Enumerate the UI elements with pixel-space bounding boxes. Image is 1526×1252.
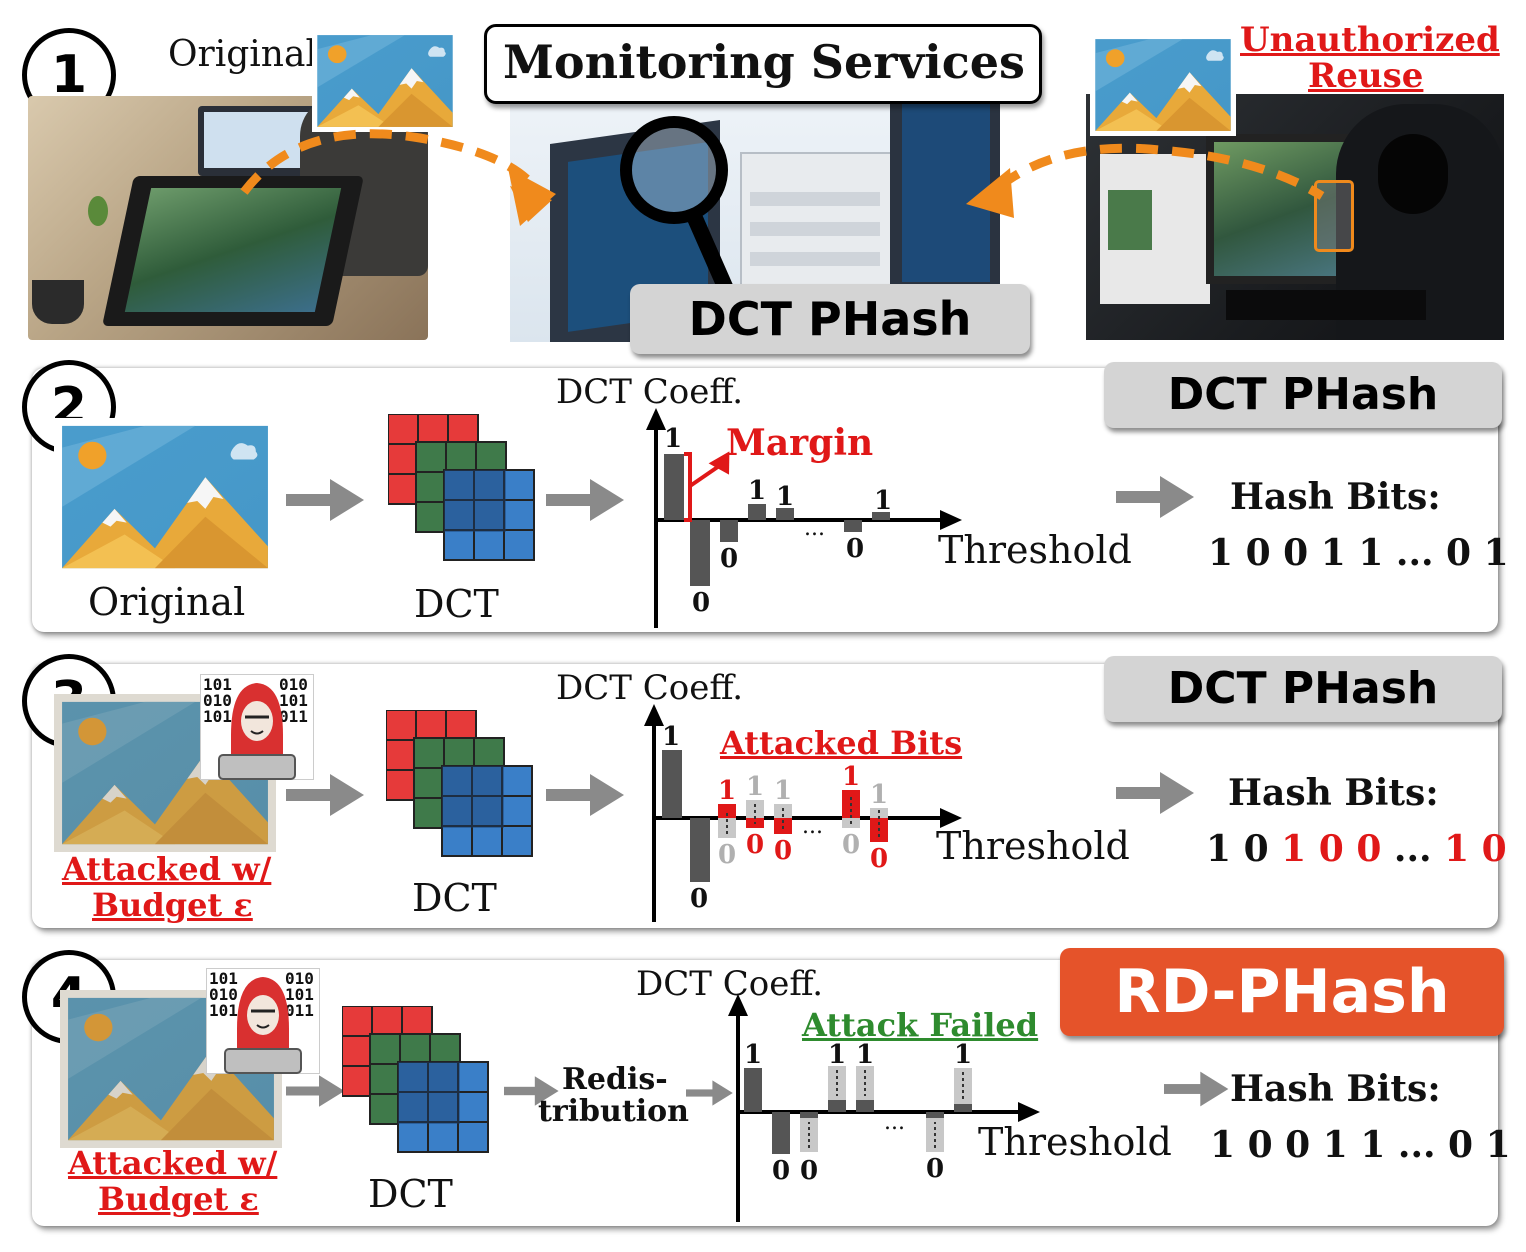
bit-label-red: 1 xyxy=(842,762,861,792)
hash-bits-title: Hash Bits: xyxy=(1230,1068,1441,1110)
coeff-bar xyxy=(662,750,682,818)
original-image-label: Original xyxy=(88,580,246,624)
bit-label: 1 xyxy=(856,1040,875,1070)
redistribution-label-line2: tribution xyxy=(538,1094,689,1129)
hash-bits-value: 1 0 1 0 0 ... 1 0 xyxy=(1206,828,1507,870)
bit-label-gray: 1 xyxy=(774,776,793,806)
artist-scene-photo xyxy=(28,96,428,340)
bit-label-3: 0 xyxy=(720,544,739,574)
bit-label-gray: 1 xyxy=(870,780,889,810)
coeff-bar xyxy=(718,804,736,818)
hash-bits-value: 1 0 0 1 1 ... 0 1 xyxy=(1208,532,1509,574)
coeff-bar xyxy=(776,508,794,520)
original-label: Original xyxy=(168,34,317,75)
coeff-bar xyxy=(828,1100,846,1112)
attack-failed-label: Attack Failed xyxy=(802,1006,1039,1044)
dashed-arrow-icon xyxy=(240,129,1325,226)
attacked-bits-label: Attacked Bits xyxy=(720,724,963,762)
coeff-bar xyxy=(800,1112,818,1118)
dct-phash-badge-panel2: DCT PHash xyxy=(1104,362,1502,428)
bit-label: 0 xyxy=(772,1156,791,1186)
bit-label-2: 0 xyxy=(692,588,711,618)
bit-label: 1 xyxy=(744,1040,763,1070)
coeff-bar xyxy=(690,520,710,586)
coeff-bar xyxy=(872,512,890,520)
bit-label: 1 xyxy=(954,1040,973,1070)
dct-label: DCT xyxy=(412,876,497,920)
attacked-label-line1: Attacked w/ xyxy=(62,850,272,888)
coeff-bar xyxy=(744,1068,762,1112)
bit-label-1: 1 xyxy=(664,424,683,454)
hash-bits-title: Hash Bits: xyxy=(1230,476,1441,518)
bit-label-red: 0 xyxy=(746,830,765,860)
bit-label-4: 1 xyxy=(748,476,767,506)
hacker-icon: 101 010 010 101 101 011 xyxy=(200,674,314,780)
coeff-bar xyxy=(664,454,684,520)
bit-label: 1 xyxy=(828,1040,847,1070)
bit-label-gray: 0 xyxy=(842,830,861,860)
dct-coeff-axis-label: DCT Coeff. xyxy=(556,668,744,708)
redistribution-label-line1: Redis- xyxy=(562,1062,668,1097)
coeff-bar xyxy=(954,1104,972,1112)
reuse-label: Reuse xyxy=(1308,56,1424,96)
bit-label: 0 xyxy=(690,884,709,914)
dct-phash-badge-panel3: DCT PHash xyxy=(1104,656,1502,722)
coeff-bar xyxy=(800,1112,818,1152)
hash-bits-value: 1 0 0 1 1 ... 0 1 xyxy=(1210,1124,1511,1166)
coeff-bar xyxy=(926,1112,944,1152)
margin-label: Margin xyxy=(726,422,874,464)
bit-label-7: 1 xyxy=(874,486,893,516)
dct-coeff-axis-label: DCT Coeff. xyxy=(636,964,824,1004)
arrow-right-icon xyxy=(1164,1064,1230,1114)
bit-label-red: 1 xyxy=(718,776,737,806)
coeff-bar xyxy=(856,1100,874,1112)
bit-label-6: 0 xyxy=(846,534,865,564)
monitoring-services-title-box: Monitoring Services xyxy=(484,24,1042,104)
coeff-bar xyxy=(720,520,738,542)
coeff-bar xyxy=(844,520,862,532)
hacker-icon: 101 010 010 101 101 011 xyxy=(206,968,320,1074)
ellipsis: ... xyxy=(884,1110,905,1135)
coeff-bar xyxy=(926,1112,944,1118)
bit-label-gray: 1 xyxy=(746,772,765,802)
attacked-label-line2: Budget ε xyxy=(98,1180,259,1218)
dct-coeff-axis-label: DCT Coeff. xyxy=(556,372,744,412)
monitoring-services-title: Monitoring Services xyxy=(503,35,1025,89)
dct-phash-badge-panel1: DCT PHash xyxy=(630,284,1030,354)
bit-label-red: 0 xyxy=(870,844,889,874)
hash-bits-title: Hash Bits: xyxy=(1228,772,1439,814)
bit-label-red: 0 xyxy=(774,836,793,866)
coeff-bar xyxy=(748,504,766,520)
bit-label-gray: 0 xyxy=(718,840,737,870)
ellipsis: ... xyxy=(804,516,825,541)
coeff-bar xyxy=(746,800,764,818)
bit-label: 0 xyxy=(926,1154,945,1184)
threshold-label: Threshold xyxy=(936,824,1130,868)
threshold-label: Threshold xyxy=(938,528,1132,572)
unauthorized-label: Unauthorized xyxy=(1240,20,1500,60)
coeff-bar xyxy=(772,1112,790,1154)
bit-label: 1 xyxy=(662,722,681,752)
ellipsis: ... xyxy=(802,814,823,839)
rd-phash-badge: RD-PHash xyxy=(1060,948,1504,1036)
dct-label: DCT xyxy=(414,582,499,626)
threshold-label: Threshold xyxy=(978,1120,1172,1164)
bit-label-5: 1 xyxy=(776,482,795,512)
attacked-label-line1: Attacked w/ xyxy=(68,1144,278,1182)
bit-label: 0 xyxy=(800,1156,819,1186)
attacked-label-line2: Budget ε xyxy=(92,886,253,924)
coeff-bar xyxy=(690,818,710,882)
dct-label: DCT xyxy=(368,1172,453,1216)
